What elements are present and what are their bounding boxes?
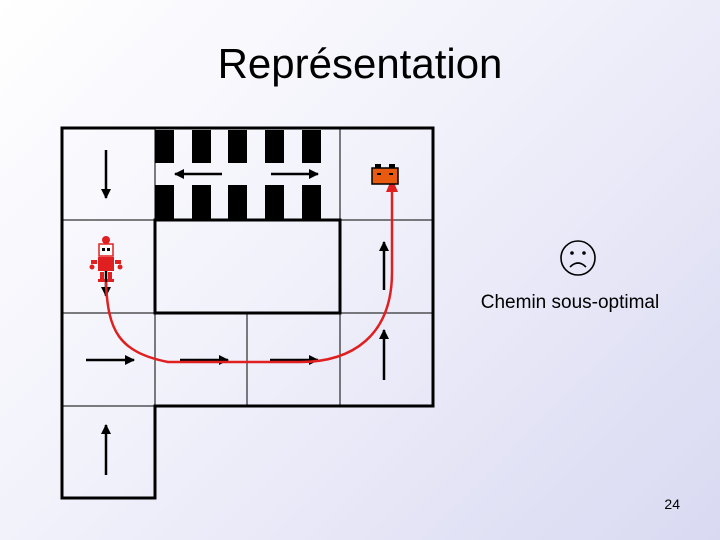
path-caption: Chemin sous-optimal [480, 292, 660, 313]
sad-face-icon [560, 240, 596, 276]
robot-icon [89, 236, 123, 282]
suboptimal-path [104, 184, 394, 364]
policy-arrows [86, 150, 389, 475]
striped-barrier-bottom [155, 185, 321, 219]
page-number: 24 [664, 496, 680, 512]
battery-icon [371, 164, 399, 185]
path-arrowhead [386, 178, 398, 192]
striped-barrier-top [155, 130, 321, 163]
obstacle-block [153, 218, 342, 315]
slide-title: Représentation [217, 40, 503, 87]
